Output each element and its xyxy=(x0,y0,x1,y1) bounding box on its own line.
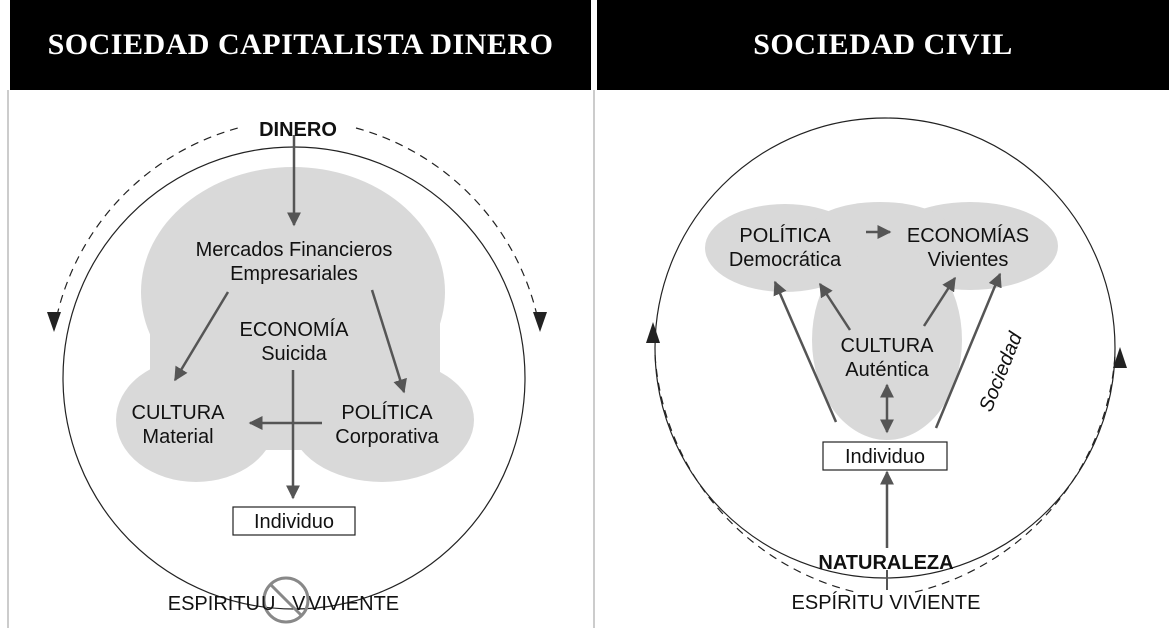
economy-line1: ECONOMÍA xyxy=(240,318,350,341)
svg-text:U: U xyxy=(261,593,275,615)
arrow-individual-to-economies xyxy=(934,272,1002,429)
individual-label-left: Individuo xyxy=(254,511,334,533)
politics-line2: Corporativa xyxy=(335,426,439,448)
right-culture-line1: CULTURA xyxy=(841,335,935,357)
individual-box-right xyxy=(822,441,948,471)
arrow-culture-to-politics xyxy=(818,282,852,331)
right-diagram: POLÍTICA Democrática ECONOMÍAS Vivientes… xyxy=(646,117,1127,614)
dinero-label: DINERO xyxy=(259,119,337,141)
markets-line1: Mercados Financieros xyxy=(196,239,393,261)
arrow-markets-to-politics xyxy=(370,289,407,394)
right-culture-line2: Auténtica xyxy=(845,359,929,381)
society-label: Sociedad xyxy=(975,328,1027,414)
left-grey-blob xyxy=(116,167,474,482)
left-arc-arrowhead-right xyxy=(533,312,547,332)
left-arc-arrowhead-left xyxy=(47,312,61,332)
individual-label-right: Individuo xyxy=(845,446,925,468)
arrow-individual-to-politics xyxy=(773,280,838,423)
economies-line2: Vivientes xyxy=(928,249,1009,271)
left-dashed-arc-right xyxy=(355,127,541,331)
viviente-label-left: VIVIENTE xyxy=(308,593,399,615)
markets-line2: Empresariales xyxy=(230,263,358,285)
espiritu-label-left: ESPIRITU xyxy=(168,593,260,615)
right-arc-arrowhead-left xyxy=(646,322,660,343)
economies-line1: ECONOMÍAS xyxy=(907,224,1029,247)
right-outer-circle xyxy=(654,117,1116,579)
header-divider xyxy=(591,0,597,90)
right-politics-line2: Democrática xyxy=(729,249,842,271)
individual-box-left xyxy=(232,506,356,536)
right-panel-title: SOCIEDAD CIVIL xyxy=(597,0,1169,90)
right-dashed-arc-left xyxy=(654,354,856,593)
right-dashed-arc-right xyxy=(914,354,1116,593)
right-politics-line1: POLÍTICA xyxy=(739,224,831,247)
svg-text:V: V xyxy=(292,593,306,615)
spirit-label-right: ESPÍRITU VIVIENTE xyxy=(792,591,981,614)
arrow-markets-to-culture xyxy=(173,291,230,382)
nature-label: NATURALEZA xyxy=(818,552,953,574)
left-dashed-arc-left xyxy=(53,127,239,331)
culture-line1: CULTURA xyxy=(132,402,226,424)
economy-line2: Suicida xyxy=(261,343,327,365)
right-arc-arrowhead-right xyxy=(1113,347,1127,368)
politics-line1: POLÍTICA xyxy=(341,401,433,424)
left-diagram: DINERO Mercados Financieros Empresariale… xyxy=(47,119,547,624)
prohibited-icon: U V xyxy=(261,576,310,624)
arrow-culture-to-economies xyxy=(922,276,957,327)
left-panel-title: SOCIEDAD CAPITALISTA DINERO xyxy=(10,0,591,90)
culture-line2: Material xyxy=(142,426,213,448)
